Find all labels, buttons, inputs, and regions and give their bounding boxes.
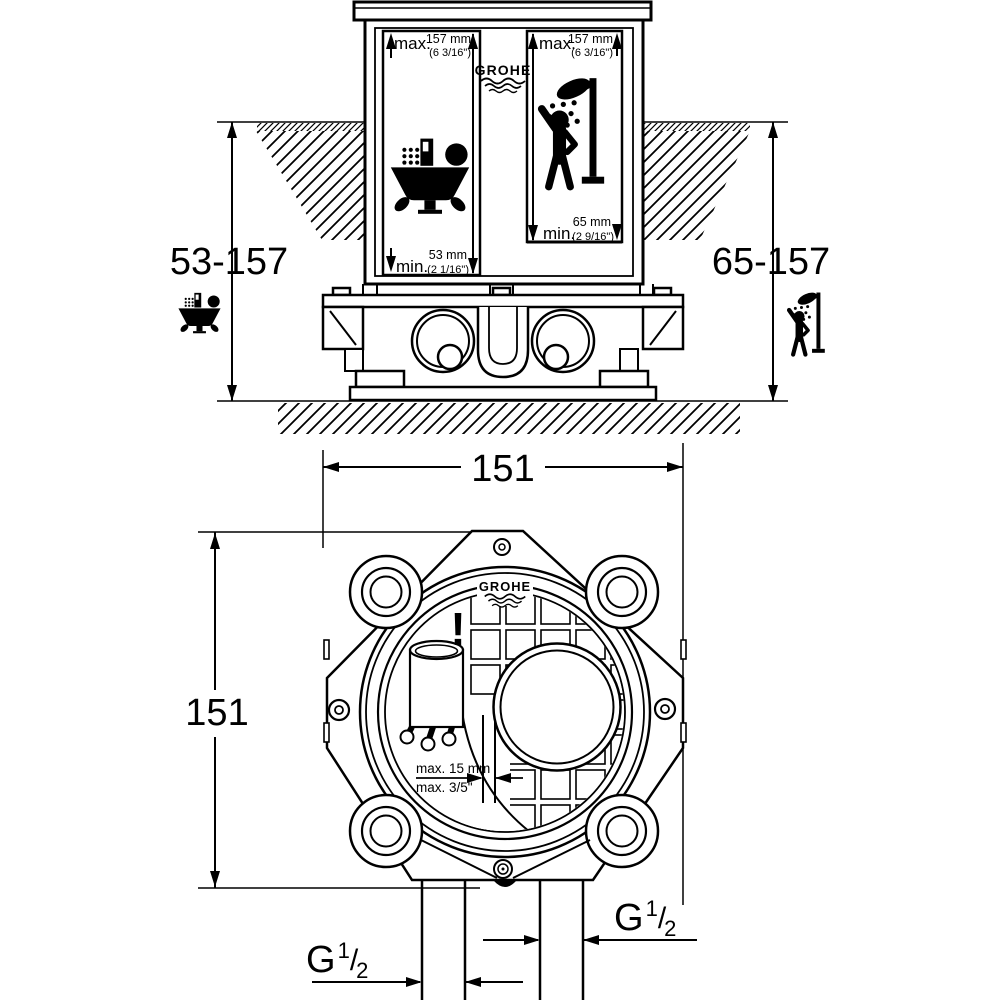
width-dimension: 151 (322, 443, 684, 905)
tile-gap-inch-label: max. 3/5" (416, 780, 473, 795)
supply-pipes (420, 881, 585, 1000)
mounting-ear-bottom-left (348, 793, 424, 869)
bathtub-mini-icon (178, 292, 221, 334)
bath-spout-card: max. 157 mm (6 3/16") min. 53 mm (2 1/16… (381, 29, 482, 277)
shower-min-label: min. (543, 224, 575, 243)
edge-clip (323, 639, 330, 660)
right-thread-callout: G1/2 (483, 896, 697, 945)
bath-min-label: min. (396, 257, 428, 276)
left-thread-label: G1/2 (306, 938, 368, 983)
height-value: 151 (185, 692, 248, 734)
bath-min-value: 53 mm (429, 248, 467, 262)
left-range-label: 53-157 (170, 241, 288, 283)
grohe-logo-top (473, 61, 533, 94)
shower-max-inches: (6 3/16") (571, 47, 613, 59)
mounting-base-cross-section (321, 286, 685, 402)
width-value: 151 (471, 448, 534, 490)
edge-clip (680, 722, 687, 743)
side-view-section: 53-157 65-157 (170, 0, 830, 434)
mounting-ear-bottom-right (584, 793, 660, 869)
mounting-ear-top-right (584, 554, 660, 630)
bath-min-inches: (2 1/16") (427, 264, 469, 276)
right-range-label: 65-157 (712, 241, 830, 283)
shower-min-value: 65 mm (573, 215, 611, 229)
mounting-ear-top-left (348, 554, 424, 630)
screw-hole-top (493, 538, 511, 556)
screw-hole-bottom (493, 859, 513, 879)
shower-max-value: 157 mm (568, 32, 613, 46)
bath-max-inches: (6 3/16") (429, 47, 471, 59)
protection-box (352, 0, 654, 295)
tile-gap-dimension: max. 15 mm max. 3/5" (416, 761, 523, 795)
wall-hatching (217, 121, 788, 434)
screw-hole-right (653, 697, 677, 721)
left-thread-callout: G1/2 (306, 938, 523, 987)
right-thread-label: G1/2 (614, 896, 676, 941)
tile-gap-mm-label: max. 15 mm (416, 761, 490, 776)
edge-clip (323, 722, 330, 743)
bath-max-label: max. (394, 34, 431, 53)
right-depth-dimension: 65-157 (712, 122, 830, 401)
top-view-section: 151 151 (185, 443, 697, 1000)
edge-clip (680, 639, 687, 660)
cartridge-cylinder (399, 639, 465, 752)
shower-mini-icon (789, 290, 825, 354)
outlet-port (492, 642, 622, 772)
bathtub-pictogram (390, 138, 470, 214)
bath-max-value: 157 mm (426, 32, 471, 46)
screw-hole-left (327, 698, 351, 722)
shower-max-label: max. (539, 34, 576, 53)
flange-interior (399, 593, 624, 831)
rough-in-flange: ! max. 15 mm max. 3/5" (323, 529, 687, 887)
height-dimension: 151 (185, 531, 480, 889)
left-depth-dimension: 53-157 (170, 122, 288, 401)
shower-card: max. 157 mm (6 3/16") min. 65 mm (2 9/16… (525, 29, 624, 244)
shower-min-inches: (2 9/16") (572, 231, 614, 243)
warning-icon: ! (450, 603, 465, 655)
